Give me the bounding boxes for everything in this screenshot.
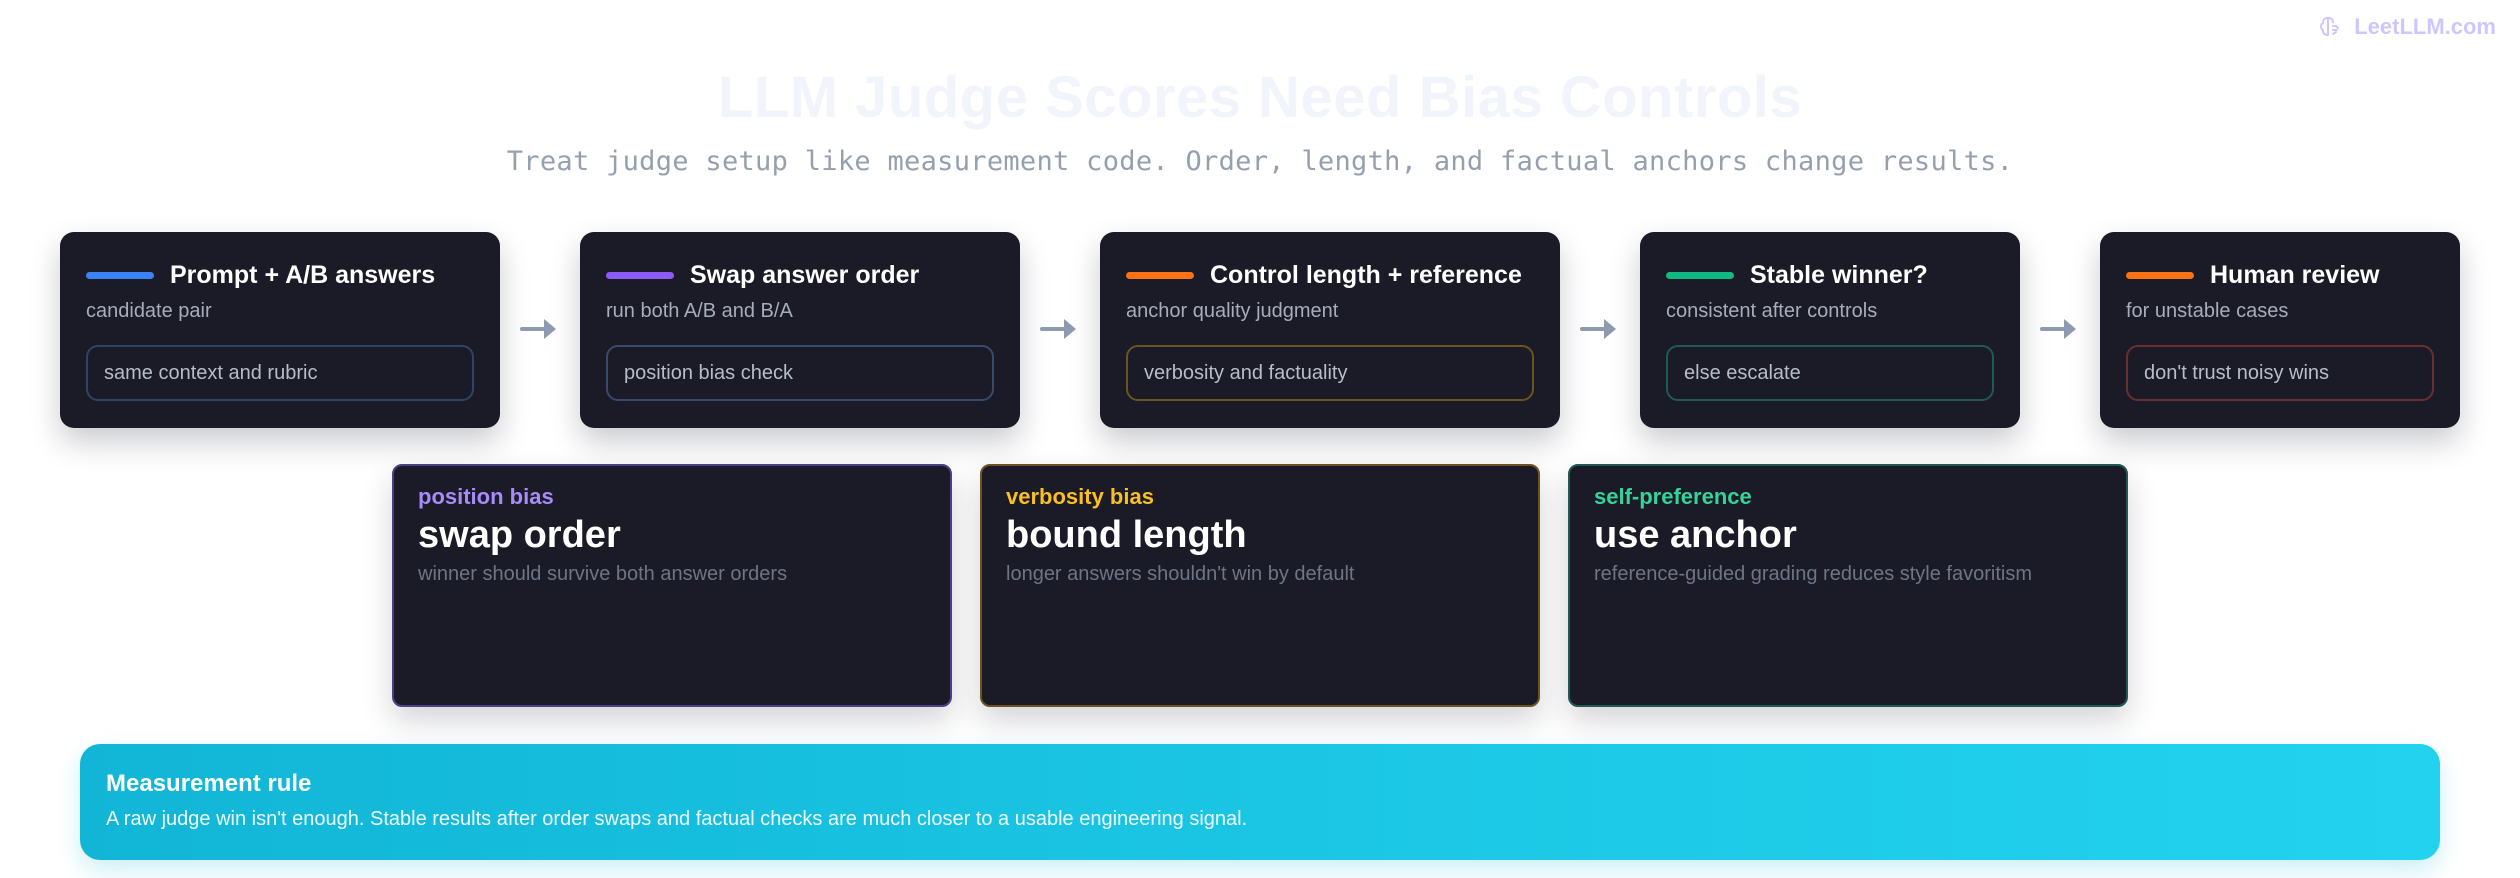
bias-card-desc: reference-guided grading reduces style f… bbox=[1594, 563, 2032, 585]
flow-card-subtitle: anchor quality judgment bbox=[1126, 300, 1339, 322]
page-subtitle: Treat judge setup like measurement code.… bbox=[506, 146, 2014, 177]
bias-card-title: bound length bbox=[1006, 514, 1247, 556]
flow-card-title: Control length + reference bbox=[1210, 260, 1522, 289]
banner-text: A raw judge win isn't enough. Stable res… bbox=[106, 808, 1248, 830]
flow-card-title: Prompt + A/B answers bbox=[170, 260, 436, 289]
arrow-right-icon bbox=[1578, 312, 1622, 346]
page-title: LLM Judge Scores Need Bias Controls bbox=[717, 65, 1803, 130]
bias-card-tag: verbosity bias bbox=[1006, 484, 1154, 509]
bias-card-tag: self-preference bbox=[1594, 484, 1752, 509]
flow-card-pill: else escalate bbox=[1666, 345, 1994, 401]
bias-card-self-preference: self-preference use anchor reference-gui… bbox=[1568, 464, 2128, 707]
brand-name: LeetLLM.com bbox=[2354, 14, 2496, 39]
arrow-right-icon bbox=[1038, 312, 1082, 346]
flow-card-pill: same context and rubric bbox=[86, 345, 474, 401]
brain-icon bbox=[2318, 14, 2344, 40]
bias-card-tag: position bias bbox=[418, 484, 554, 509]
accent-bar bbox=[1666, 271, 1734, 279]
flow-card-pill: verbosity and factuality bbox=[1126, 345, 1534, 401]
accent-bar bbox=[606, 271, 674, 279]
flow-card-subtitle: candidate pair bbox=[86, 300, 212, 322]
bias-card-verbosity: verbosity bias bound length longer answe… bbox=[980, 464, 1540, 707]
bias-card-position: position bias swap order winner should s… bbox=[392, 464, 952, 707]
flow-card-prompt: Prompt + A/B answers candidate pair same… bbox=[60, 232, 500, 428]
bias-card-title: swap order bbox=[418, 514, 621, 556]
flow-card-pill: don't trust noisy wins bbox=[2126, 345, 2434, 401]
measurement-rule-banner: Measurement rule A raw judge win isn't e… bbox=[80, 744, 2440, 860]
flow-card-swap: Swap answer order run both A/B and B/A p… bbox=[580, 232, 1020, 428]
bias-card-desc: longer answers shouldn't win by default bbox=[1006, 563, 1355, 585]
arrow-right-icon bbox=[2038, 312, 2082, 346]
bias-card-title: use anchor bbox=[1594, 514, 1797, 556]
flow-card-human: Human review for unstable cases don't tr… bbox=[2100, 232, 2460, 428]
accent-bar bbox=[1126, 271, 1194, 279]
arrow-right-icon bbox=[518, 312, 562, 346]
brand[interactable]: LeetLLM.com bbox=[2318, 14, 2496, 40]
accent-bar bbox=[86, 271, 154, 279]
flow-card-title: Stable winner? bbox=[1750, 260, 1928, 289]
accent-bar bbox=[2126, 271, 2194, 279]
flow-card-pill: position bias check bbox=[606, 345, 994, 401]
flow-card-control: Control length + reference anchor qualit… bbox=[1100, 232, 1560, 428]
flow-card-title: Human review bbox=[2210, 260, 2380, 289]
bias-card-desc: winner should survive both answer orders bbox=[418, 563, 788, 585]
flow-card-subtitle: consistent after controls bbox=[1666, 300, 1878, 322]
flow-card-subtitle: run both A/B and B/A bbox=[606, 300, 793, 322]
flow-card-stable: Stable winner? consistent after controls… bbox=[1640, 232, 2020, 428]
banner-title: Measurement rule bbox=[106, 770, 312, 797]
flow-card-subtitle: for unstable cases bbox=[2126, 300, 2289, 322]
flow-card-title: Swap answer order bbox=[690, 260, 920, 289]
